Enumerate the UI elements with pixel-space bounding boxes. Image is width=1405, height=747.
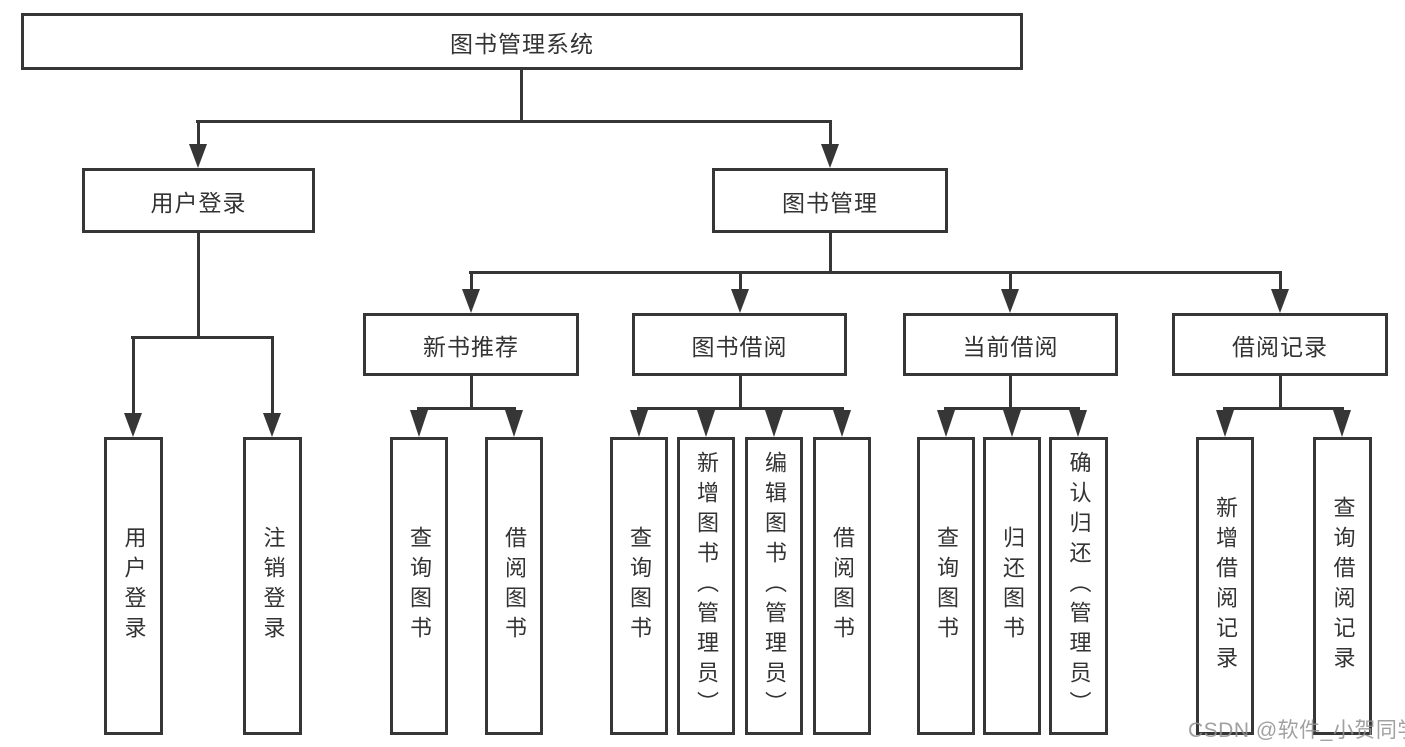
node-leaf-borrow-books: 借阅图书 (813, 437, 871, 735)
connector-bus-level2 (196, 120, 832, 123)
node-label: 图书管理系统 (450, 30, 594, 57)
node-label: 查询图书 (407, 526, 432, 646)
node-label: 注销登录 (260, 526, 286, 646)
node-leaf-query-books-current: 查询图书 (917, 437, 975, 735)
node-new-book-recommend: 新书推荐 (363, 313, 579, 376)
node-user-login: 用户登录 (82, 168, 315, 233)
connector-bus-book-borrow (637, 407, 844, 410)
arrow-down-icon (833, 410, 851, 437)
watermark-text: CSDN @软件_小贺同学 (1188, 719, 1405, 742)
node-label: 新书推荐 (423, 333, 519, 360)
arrow-down-icon (505, 410, 523, 437)
arrow-down-icon (410, 410, 428, 437)
node-leaf-add-books-admin: 新增图书（管理员） (677, 437, 735, 735)
arrow-down-icon (821, 144, 839, 168)
node-leaf-logout: 注销登录 (243, 437, 302, 735)
connector-book-borrow-drop (739, 376, 742, 410)
node-leaf-confirm-return-admin: 确认归还（管理员） (1049, 437, 1108, 735)
node-label: 查询图书 (934, 526, 959, 646)
node-label: 查询借阅记录 (1330, 496, 1356, 676)
node-label: 查询图书 (627, 526, 652, 646)
node-leaf-query-books-borrow: 查询图书 (610, 437, 668, 735)
node-label: 确认归还（管理员） (1066, 451, 1092, 721)
connector-stub-book-management (829, 120, 832, 148)
arrow-down-icon (1003, 410, 1021, 437)
connector-bus-level3 (469, 271, 1282, 274)
connector-root-drop (520, 69, 523, 121)
connector-bus-user-login (131, 336, 274, 339)
node-label: 图书管理 (782, 189, 878, 216)
arrow-down-icon (937, 410, 955, 437)
connector-user-login-drop (197, 233, 200, 339)
node-label: 图书借阅 (691, 333, 788, 360)
connector-stub-borrow-records (1279, 271, 1282, 293)
node-label: 借阅记录 (1232, 333, 1328, 360)
node-leaf-borrow-books-recommend: 借阅图书 (485, 437, 543, 735)
node-leaf-return-books: 归还图书 (983, 437, 1041, 735)
arrow-down-icon (1001, 289, 1019, 313)
node-borrow-records: 借阅记录 (1172, 313, 1388, 376)
connector-borrow-records-drop (1279, 376, 1282, 410)
node-root: 图书管理系统 (21, 13, 1023, 70)
node-label: 新增图书（管理员） (694, 451, 719, 721)
arrow-down-icon (1271, 289, 1289, 313)
node-leaf-query-borrow-record: 查询借阅记录 (1313, 437, 1372, 735)
node-label: 用户登录 (150, 189, 247, 216)
arrow-down-icon (1069, 410, 1087, 437)
node-book-management: 图书管理 (712, 168, 948, 233)
node-leaf-query-books-recommend: 查询图书 (390, 437, 448, 735)
node-leaf-add-borrow-record: 新增借阅记录 (1196, 437, 1254, 735)
node-leaf-user-login: 用户登录 (104, 437, 163, 735)
connector-stub-book-borrow (739, 271, 742, 293)
connector-stub-user-login (197, 120, 200, 148)
node-label: 当前借阅 (962, 333, 1059, 360)
arrow-down-icon (731, 289, 749, 313)
node-label: 归还图书 (1000, 526, 1025, 646)
arrow-down-icon (630, 410, 648, 437)
connector-new-book-drop (470, 376, 473, 410)
node-label: 借阅图书 (830, 526, 855, 646)
node-label: 新增借阅记录 (1213, 496, 1238, 676)
connector-bus-borrow-records (1223, 407, 1344, 410)
arrow-down-icon (263, 413, 281, 437)
arrow-down-icon (124, 413, 142, 437)
connector-stub-new-book (470, 271, 473, 293)
node-label: 编辑图书（管理员） (762, 451, 787, 721)
node-current-borrow: 当前借阅 (903, 313, 1118, 376)
connector-stub-current-borrow (1009, 271, 1012, 293)
arrow-down-icon (462, 289, 480, 313)
connector-bus-current-borrow (944, 407, 1080, 410)
arrow-down-icon (189, 144, 207, 168)
node-book-borrow: 图书借阅 (632, 313, 847, 376)
connector-bus-new-book (417, 407, 516, 410)
arrow-down-icon (1333, 410, 1351, 437)
arrow-down-icon (765, 410, 783, 437)
node-label: 用户登录 (121, 526, 147, 646)
connector-book-management-drop (829, 233, 832, 274)
arrow-down-icon (1216, 410, 1234, 437)
connector-stub-leaf-user-login (132, 336, 135, 416)
node-leaf-edit-books-admin: 编辑图书（管理员） (745, 437, 803, 735)
connector-stub-leaf-logout (271, 336, 274, 416)
arrow-down-icon (697, 410, 715, 437)
node-label: 借阅图书 (502, 526, 527, 646)
connector-current-borrow-drop (1009, 376, 1012, 410)
